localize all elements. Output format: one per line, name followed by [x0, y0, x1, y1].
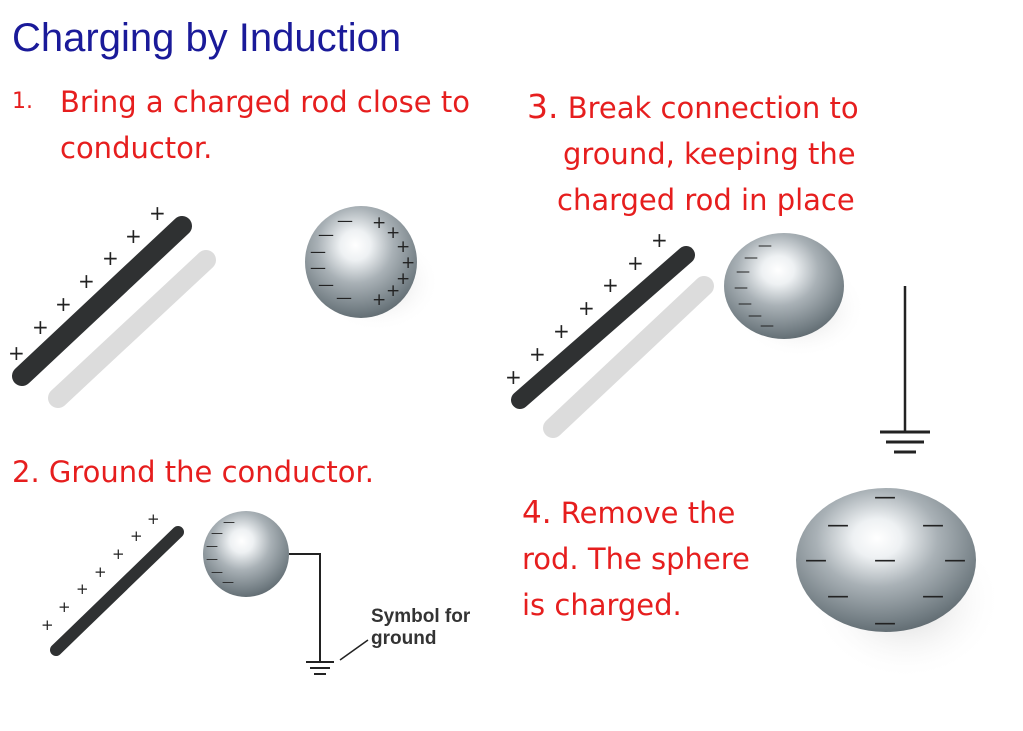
minus-charge: —: [206, 539, 218, 553]
plus-charge: +: [41, 616, 54, 634]
plus-charge: +: [505, 365, 522, 389]
minus-charge: —: [760, 318, 774, 334]
minus-charge: —: [944, 548, 966, 573]
minus-charge: —: [310, 258, 326, 277]
step-3-illustration: + + + + + + + — — — — — — —: [505, 228, 930, 454]
minus-charge: —: [211, 526, 223, 540]
plus-charge: +: [112, 545, 125, 563]
charged-rod: [511, 246, 695, 409]
step-4-number: 4.: [522, 495, 552, 531]
minus-charge: —: [748, 308, 762, 324]
minus-charge: —: [337, 211, 353, 230]
conductor-sphere: [203, 511, 289, 597]
rod-shadow: [543, 276, 714, 438]
minus-charge: —: [336, 288, 352, 307]
plus-charge: +: [78, 269, 95, 293]
step-1-caption: 1. Bring a charged rod close to conducto…: [12, 79, 492, 171]
charged-sphere: [796, 488, 976, 632]
plus-charge: +: [94, 563, 107, 581]
plus-charge: +: [651, 228, 668, 252]
step-3-caption: 3. Break connection to ground, keeping t…: [527, 84, 927, 223]
page-title: Charging by Induction: [12, 16, 402, 60]
step-3-number: 3.: [527, 87, 559, 126]
step-1-illustration: + + + + + + + — — — — — — + + + + + + +: [8, 201, 440, 408]
step-1-number: 1.: [12, 89, 33, 114]
plus-charge: +: [372, 290, 386, 310]
plus-charge: +: [553, 319, 570, 343]
minus-charge: —: [874, 611, 896, 636]
step-2-caption: 2. Ground the conductor.: [12, 455, 374, 489]
plus-charge: +: [396, 269, 410, 289]
minus-charge: —: [758, 238, 772, 254]
plus-charge: +: [102, 246, 119, 270]
plus-charge: +: [529, 342, 546, 366]
plus-charge: +: [386, 223, 400, 243]
plus-charge: +: [149, 201, 166, 225]
plus-charge: +: [76, 580, 89, 598]
ground-label-line-2: ground: [371, 628, 437, 649]
minus-charge: —: [318, 275, 334, 294]
minus-charge: —: [736, 264, 750, 280]
conductor-sphere: [305, 206, 417, 318]
plus-charge: +: [55, 292, 72, 316]
plus-charge: +: [130, 527, 143, 545]
step-4-text: Remove the rod. The sphere is charged.: [522, 496, 750, 622]
rod-shadow: [48, 250, 216, 408]
sphere-induced-charges: — — — — — — + + + + + + +: [310, 211, 415, 310]
sphere-negative-charges: — — — — — — — — —: [805, 485, 966, 636]
charged-rod: [12, 216, 192, 386]
plus-charge: +: [578, 296, 595, 320]
sphere-induced-charges: — — — — — —: [206, 515, 235, 589]
plus-charge: +: [602, 273, 619, 297]
ground-symbol-label: Symbol for ground: [371, 606, 491, 650]
plus-charge: +: [386, 281, 400, 301]
minus-charge: —: [922, 584, 944, 609]
step-1-text: Bring a charged rod close to conductor.: [60, 85, 470, 165]
ground-wire: [289, 553, 321, 662]
plus-charge: +: [627, 251, 644, 275]
rod-positive-charges: + + + + + + +: [41, 510, 160, 634]
minus-charge: —: [734, 280, 748, 296]
minus-charge: —: [827, 513, 849, 538]
step-2-illustration: + + + + + + + — — — — — —: [41, 510, 369, 675]
ground-symbol-icon: [880, 430, 930, 454]
step-3-line-3: charged rod in place: [557, 183, 855, 217]
minus-charge: —: [211, 565, 223, 579]
step-4-illustration: — — — — — — — — —: [796, 485, 1002, 680]
step-4-caption: 4. Remove the rod. The sphere is charged…: [522, 490, 782, 628]
minus-charge: —: [744, 250, 758, 266]
rod-positive-charges: + + + + + + +: [505, 228, 668, 389]
sphere-induced-charges: — — — — — — —: [734, 238, 774, 334]
charged-rod: [50, 526, 184, 656]
step-3-line-1: Break connection to: [558, 91, 859, 125]
plus-charge: +: [372, 213, 386, 233]
minus-charge: —: [922, 513, 944, 538]
minus-charge: —: [827, 584, 849, 609]
minus-charge: —: [310, 242, 326, 261]
plus-charge: +: [32, 315, 49, 339]
step-3-line-2: ground, keeping the: [563, 137, 856, 171]
plus-charge: +: [401, 253, 415, 273]
ground-symbol-icon: [306, 661, 334, 675]
rod-positive-charges: + + + + + + +: [8, 201, 166, 365]
plus-charge: +: [396, 237, 410, 257]
plus-charge: +: [8, 341, 25, 365]
minus-charge: —: [223, 515, 235, 529]
minus-charge: —: [222, 575, 234, 589]
conductor-sphere: [724, 233, 844, 339]
minus-charge: —: [738, 296, 752, 312]
plus-charge: +: [147, 510, 160, 528]
minus-charge: —: [805, 548, 827, 573]
plus-charge: +: [58, 598, 71, 616]
ground-label-pointer: [339, 639, 369, 661]
minus-charge: —: [874, 485, 896, 510]
minus-charge: —: [874, 548, 896, 573]
ground-label-line-1: Symbol for: [371, 606, 471, 627]
minus-charge: —: [318, 225, 334, 244]
plus-charge: +: [125, 224, 142, 248]
minus-charge: —: [206, 552, 218, 566]
